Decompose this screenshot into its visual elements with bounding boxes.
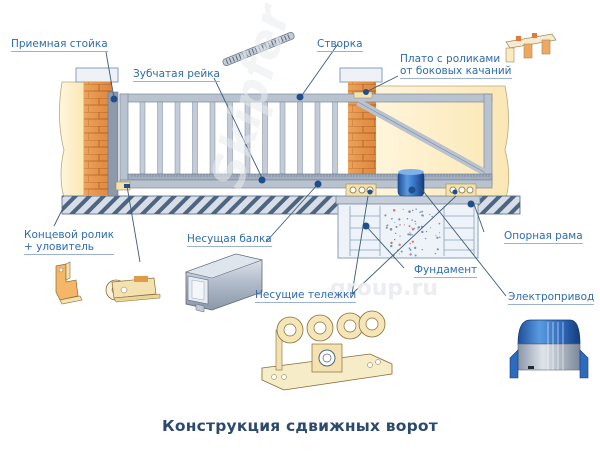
gate-picket — [279, 101, 286, 175]
gate-picket — [209, 101, 216, 175]
end-roller-illustration — [105, 276, 161, 303]
label-support-frame: Опорная рама — [504, 230, 583, 244]
end-catcher-illustration — [55, 261, 83, 305]
label-electric-drive: Электропривод — [508, 291, 595, 305]
carriage-right — [445, 183, 477, 197]
gate-picket — [244, 101, 251, 175]
diagram-title: Конструкция сдвижных ворот — [162, 417, 438, 435]
roller-plate-on-post — [353, 91, 373, 99]
gate-picket — [332, 101, 338, 175]
gate-picket — [227, 101, 233, 175]
callout-dots — [110, 89, 475, 230]
label-carriages: Несущие тележки — [255, 289, 357, 303]
label-gate-leaf: Створка — [317, 38, 363, 52]
gate-picket — [192, 101, 198, 175]
gear-rack-illustration — [222, 32, 295, 66]
gate-picket — [139, 101, 146, 175]
bearing-beam-illustration — [184, 253, 264, 313]
gate-picket — [262, 101, 268, 175]
leader-lines — [53, 43, 507, 297]
foundation-block — [335, 195, 481, 259]
carriage-illustration — [261, 310, 393, 391]
gate-picket — [157, 101, 163, 175]
label-bearing-beam: Несущая балка — [187, 233, 272, 247]
label-end-roller: Концевой ролик + уловитель — [24, 229, 115, 255]
label-roller-plate: Плато с роликами от боковых качаний — [400, 53, 512, 79]
motor-on-gate — [397, 169, 425, 197]
receiving-post — [75, 67, 119, 197]
gate-leaf — [119, 93, 493, 189]
electric-drive-illustration — [509, 319, 589, 379]
gate-picket — [297, 101, 303, 175]
gate-picket — [314, 101, 321, 175]
label-receiving-post: Приемная стойка — [11, 38, 108, 52]
roller-plate-illustration — [505, 33, 557, 63]
label-gear-rack: Зубчатая рейка — [133, 68, 220, 82]
gate-picket — [174, 101, 181, 175]
label-foundation: Фундамент — [414, 264, 478, 278]
